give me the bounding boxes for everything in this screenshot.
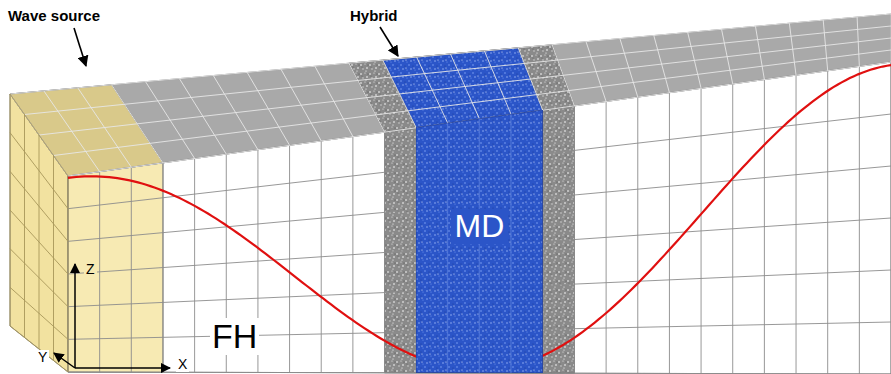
mesh-line — [10, 287, 68, 339]
mesh-line — [10, 94, 68, 176]
leader-arrow — [74, 28, 86, 66]
y-axis — [54, 353, 75, 368]
mesh-line — [10, 171, 68, 241]
axis-label: X — [176, 357, 189, 372]
mesh-line — [10, 326, 68, 372]
mesh-line — [10, 210, 68, 274]
callout-label: Hybrid — [350, 8, 398, 25]
mesh-line — [39, 38, 891, 135]
md-band-shape — [416, 110, 543, 373]
mesh-grid — [10, 94, 68, 372]
x-axis — [75, 367, 170, 369]
wave-source-region — [68, 163, 163, 372]
region-label: FH — [210, 318, 259, 355]
mesh-line — [479, 119, 480, 373]
md-region: MD — [416, 110, 543, 373]
leader-arrow — [380, 27, 398, 56]
axis-label: Y — [36, 350, 49, 365]
mesh-line — [479, 119, 480, 373]
mesh-line — [511, 115, 512, 373]
callout-label: Wave source — [8, 8, 100, 25]
mesh-line — [10, 133, 68, 209]
axis-label: Z — [84, 262, 97, 277]
region-label: MD — [451, 209, 509, 244]
mesh-line — [447, 123, 448, 373]
mesh-line — [10, 14, 891, 94]
hybrid-region — [385, 106, 575, 373]
mesh-line — [447, 123, 448, 373]
mesh-line — [25, 26, 891, 115]
mesh-grid — [68, 62, 891, 374]
mesh-line — [10, 249, 68, 307]
mesh-line — [511, 115, 512, 373]
z-axis — [74, 264, 76, 368]
